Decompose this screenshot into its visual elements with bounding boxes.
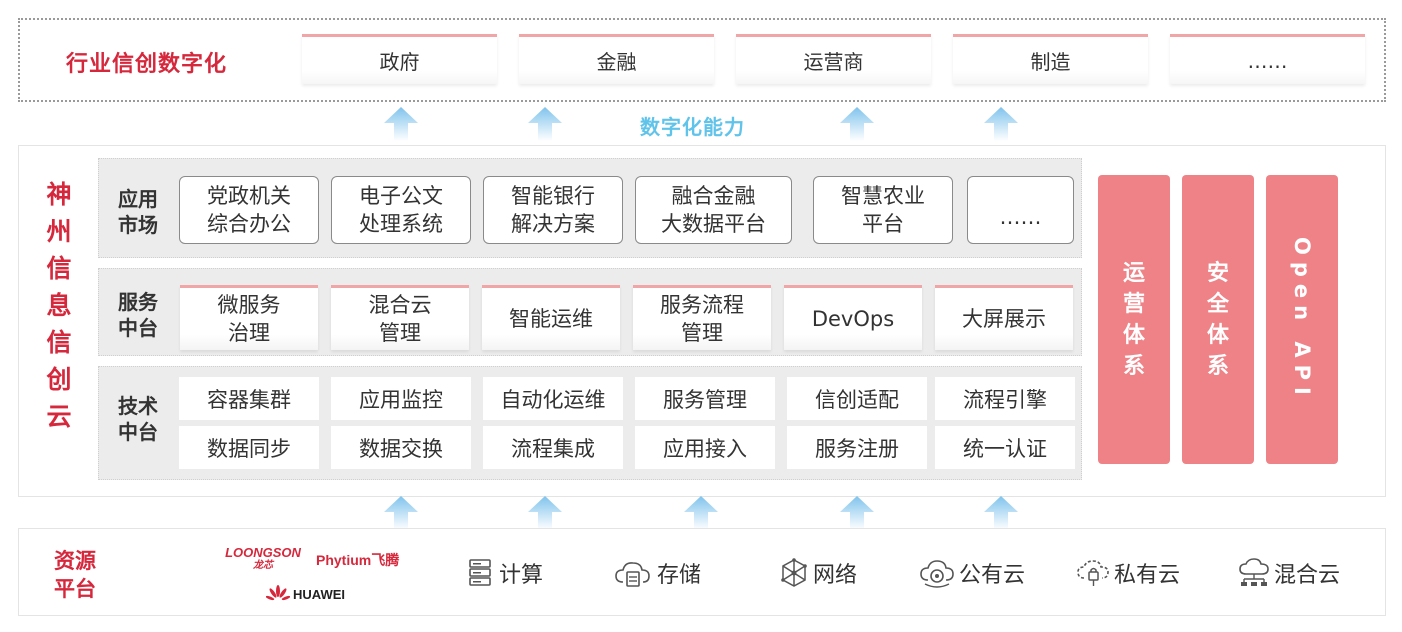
service-card-hybrid-cloud-mgmt[interactable]: 混合云管理 <box>331 285 469 350</box>
industry-card-manufacturing[interactable]: 制造 <box>953 34 1148 84</box>
tech-process-engine[interactable]: 流程引擎 <box>935 377 1075 420</box>
industry-card-government[interactable]: 政府 <box>302 34 497 84</box>
tech-app-monitor[interactable]: 应用监控 <box>331 377 471 420</box>
app-market-label: 应用市场 <box>118 187 158 237</box>
app-card-smart-agriculture[interactable]: 智慧农业平台 <box>813 176 953 244</box>
resource-compute-label: 计算 <box>499 563 544 588</box>
app-card-gov-office[interactable]: 党政机关综合办公 <box>179 176 319 244</box>
tech-auto-ops[interactable]: 自动化运维 <box>483 377 623 420</box>
loongson-logo: LOONGSON 龙芯 <box>225 545 301 572</box>
tech-app-access[interactable]: 应用接入 <box>635 426 775 469</box>
phytium-logo: Phytium飞腾 <box>316 552 400 568</box>
server-icon <box>469 559 491 586</box>
pillar-open-api-label: Open API <box>1290 237 1314 402</box>
service-card-aiops[interactable]: 智能运维 <box>482 285 620 350</box>
resource-public-cloud-label: 公有云 <box>959 563 1026 588</box>
resource-hybrid-cloud-label: 混合云 <box>1274 563 1341 588</box>
platform-title: 神州信息信创云 <box>46 180 72 431</box>
app-card-smart-bank[interactable]: 智能银行解决方案 <box>483 176 623 244</box>
industry-card-finance[interactable]: 金融 <box>519 34 714 84</box>
resource-storage[interactable]: 存储 <box>613 557 701 589</box>
tech-unified-auth[interactable]: 统一认证 <box>935 426 1075 469</box>
huawei-logo: HUAWEI <box>266 585 345 603</box>
huawei-petal-icon <box>266 585 290 601</box>
network-icon <box>781 558 807 587</box>
up-arrow-icon <box>384 496 418 530</box>
resource-private-cloud[interactable]: 私有云 <box>1076 557 1180 589</box>
resource-public-cloud[interactable]: 公有云 <box>919 557 1025 589</box>
up-arrow-icon <box>984 107 1018 141</box>
up-arrow-icon <box>528 107 562 141</box>
capability-label: 数字化能力 <box>640 115 745 139</box>
up-arrow-icon <box>840 496 874 530</box>
tech-data-exchange[interactable]: 数据交换 <box>331 426 471 469</box>
hybrid-cloud-icon <box>1239 558 1269 586</box>
service-card-devops[interactable]: DevOps <box>784 285 922 350</box>
app-card-finance-bigdata[interactable]: 融合金融大数据平台 <box>635 176 792 244</box>
industry-card-more[interactable]: …… <box>1170 34 1365 84</box>
resource-compute[interactable]: 计算 <box>467 557 543 589</box>
tech-service-mgmt[interactable]: 服务管理 <box>635 377 775 420</box>
resource-network[interactable]: 网络 <box>779 557 857 589</box>
private-cloud-icon <box>1077 560 1109 586</box>
resource-private-cloud-label: 私有云 <box>1114 563 1181 588</box>
up-arrow-icon <box>528 496 562 530</box>
up-arrow-icon <box>384 107 418 141</box>
tech-container-cluster[interactable]: 容器集群 <box>179 377 319 420</box>
service-center-label: 服务中台 <box>118 290 158 340</box>
public-cloud-icon <box>920 560 954 588</box>
tech-data-sync[interactable]: 数据同步 <box>179 426 319 469</box>
app-card-document-system[interactable]: 电子公文处理系统 <box>331 176 471 244</box>
service-card-big-screen[interactable]: 大屏展示 <box>935 285 1073 350</box>
resource-title: 资源平台 <box>54 549 96 601</box>
tech-center-label: 技术中台 <box>118 394 158 444</box>
up-arrow-icon <box>840 107 874 141</box>
resource-hybrid-cloud[interactable]: 混合云 <box>1238 557 1340 589</box>
up-arrow-icon <box>684 496 718 530</box>
industry-card-operator[interactable]: 运营商 <box>736 34 931 84</box>
cloud-storage-icon <box>615 562 650 587</box>
pillar-security-label: 安全体系 <box>1206 260 1229 379</box>
pillar-operations[interactable]: 运营体系 <box>1098 175 1170 464</box>
app-card-more[interactable]: …… <box>967 176 1074 244</box>
tech-service-registry[interactable]: 服务注册 <box>787 426 927 469</box>
service-card-microservice[interactable]: 微服务治理 <box>180 285 318 350</box>
tech-process-integration[interactable]: 流程集成 <box>483 426 623 469</box>
pillar-open-api[interactable]: Open API <box>1266 175 1338 464</box>
service-card-process-mgmt[interactable]: 服务流程管理 <box>633 285 771 350</box>
industry-band <box>18 18 1386 102</box>
pillar-security[interactable]: 安全体系 <box>1182 175 1254 464</box>
tech-xinchuang-adapt[interactable]: 信创适配 <box>787 377 927 420</box>
resource-panel <box>18 528 1386 616</box>
resource-network-label: 网络 <box>813 563 858 588</box>
pillar-operations-label: 运营体系 <box>1122 260 1145 379</box>
up-arrow-icon <box>984 496 1018 530</box>
resource-storage-label: 存储 <box>657 563 702 588</box>
industry-title: 行业信创数字化 <box>66 52 228 77</box>
